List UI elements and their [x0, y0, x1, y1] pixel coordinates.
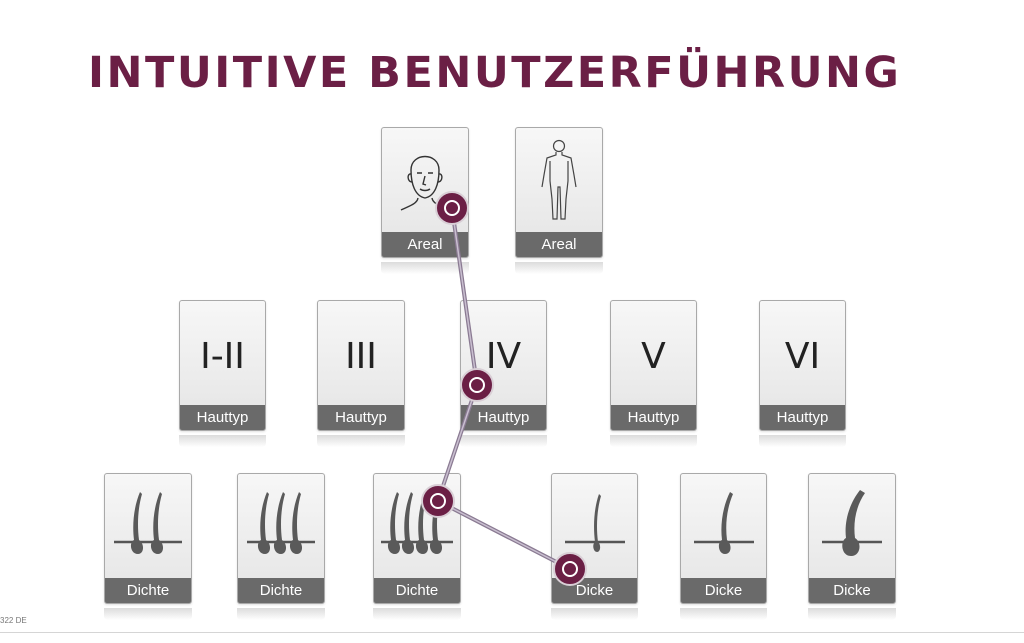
hair-medium-icon	[681, 474, 766, 577]
hair-thick-icon	[809, 474, 895, 577]
tile-caption: Hauttyp	[180, 405, 265, 430]
tile-caption: Hauttyp	[760, 405, 845, 430]
tile-reflection	[808, 608, 896, 620]
hair-density-3-icon	[238, 474, 324, 577]
hair-thin-icon	[552, 474, 637, 577]
tile-caption: Dichte	[105, 578, 191, 603]
hauttyp-1-2-tile[interactable]: I-II Hauttyp	[179, 300, 266, 431]
selection-path-line	[436, 206, 572, 571]
page-title: INTUITIVE BENUTZERFÜHRUNG	[88, 48, 902, 98]
hauttyp-5-tile[interactable]: V Hauttyp	[610, 300, 697, 431]
tile-reflection	[759, 435, 846, 447]
hauttyp-label: I-II	[200, 336, 245, 377]
dichte-low-tile[interactable]: Dichte	[104, 473, 192, 604]
tile-reflection	[373, 608, 461, 620]
dicke-medium-tile[interactable]: Dicke	[680, 473, 767, 604]
selection-node	[460, 368, 494, 402]
footer-code: 322 DE	[0, 616, 27, 625]
areal-body-tile[interactable]: Areal	[515, 127, 603, 258]
hair-density-2-icon	[105, 474, 191, 577]
tile-caption: Areal	[382, 232, 468, 257]
hauttyp-label: III	[345, 336, 377, 377]
hauttyp-label: IV	[485, 336, 522, 377]
tile-caption: Hauttyp	[461, 405, 546, 430]
tile-caption: Hauttyp	[611, 405, 696, 430]
tile-caption: Dicke	[681, 578, 766, 603]
dicke-thick-tile[interactable]: Dicke	[808, 473, 896, 604]
tile-reflection	[460, 435, 547, 447]
tile-caption: Dichte	[238, 578, 324, 603]
tile-reflection	[317, 435, 405, 447]
tile-reflection	[680, 608, 767, 620]
body-icon	[516, 128, 602, 231]
tile-reflection	[610, 435, 697, 447]
dichte-medium-tile[interactable]: Dichte	[237, 473, 325, 604]
tile-reflection	[104, 608, 192, 620]
selection-node	[435, 191, 469, 225]
hair-density-4-icon	[374, 474, 460, 577]
selection-path-highlight	[437, 207, 571, 570]
footer-divider	[0, 632, 1024, 633]
tile-reflection	[179, 435, 266, 447]
tile-caption: Hauttyp	[318, 405, 404, 430]
tile-reflection	[381, 262, 469, 274]
tile-caption: Dicke	[809, 578, 895, 603]
tile-reflection	[237, 608, 325, 620]
tile-caption: Dichte	[374, 578, 460, 603]
tile-caption: Areal	[516, 232, 602, 257]
tile-reflection	[515, 262, 603, 274]
hauttyp-6-tile[interactable]: VI Hauttyp	[759, 300, 846, 431]
hauttyp-label: V	[641, 336, 666, 377]
selection-node	[421, 484, 455, 518]
hauttyp-3-tile[interactable]: III Hauttyp	[317, 300, 405, 431]
tile-reflection	[551, 608, 638, 620]
selection-node	[553, 552, 587, 586]
hauttyp-label: VI	[784, 336, 821, 377]
